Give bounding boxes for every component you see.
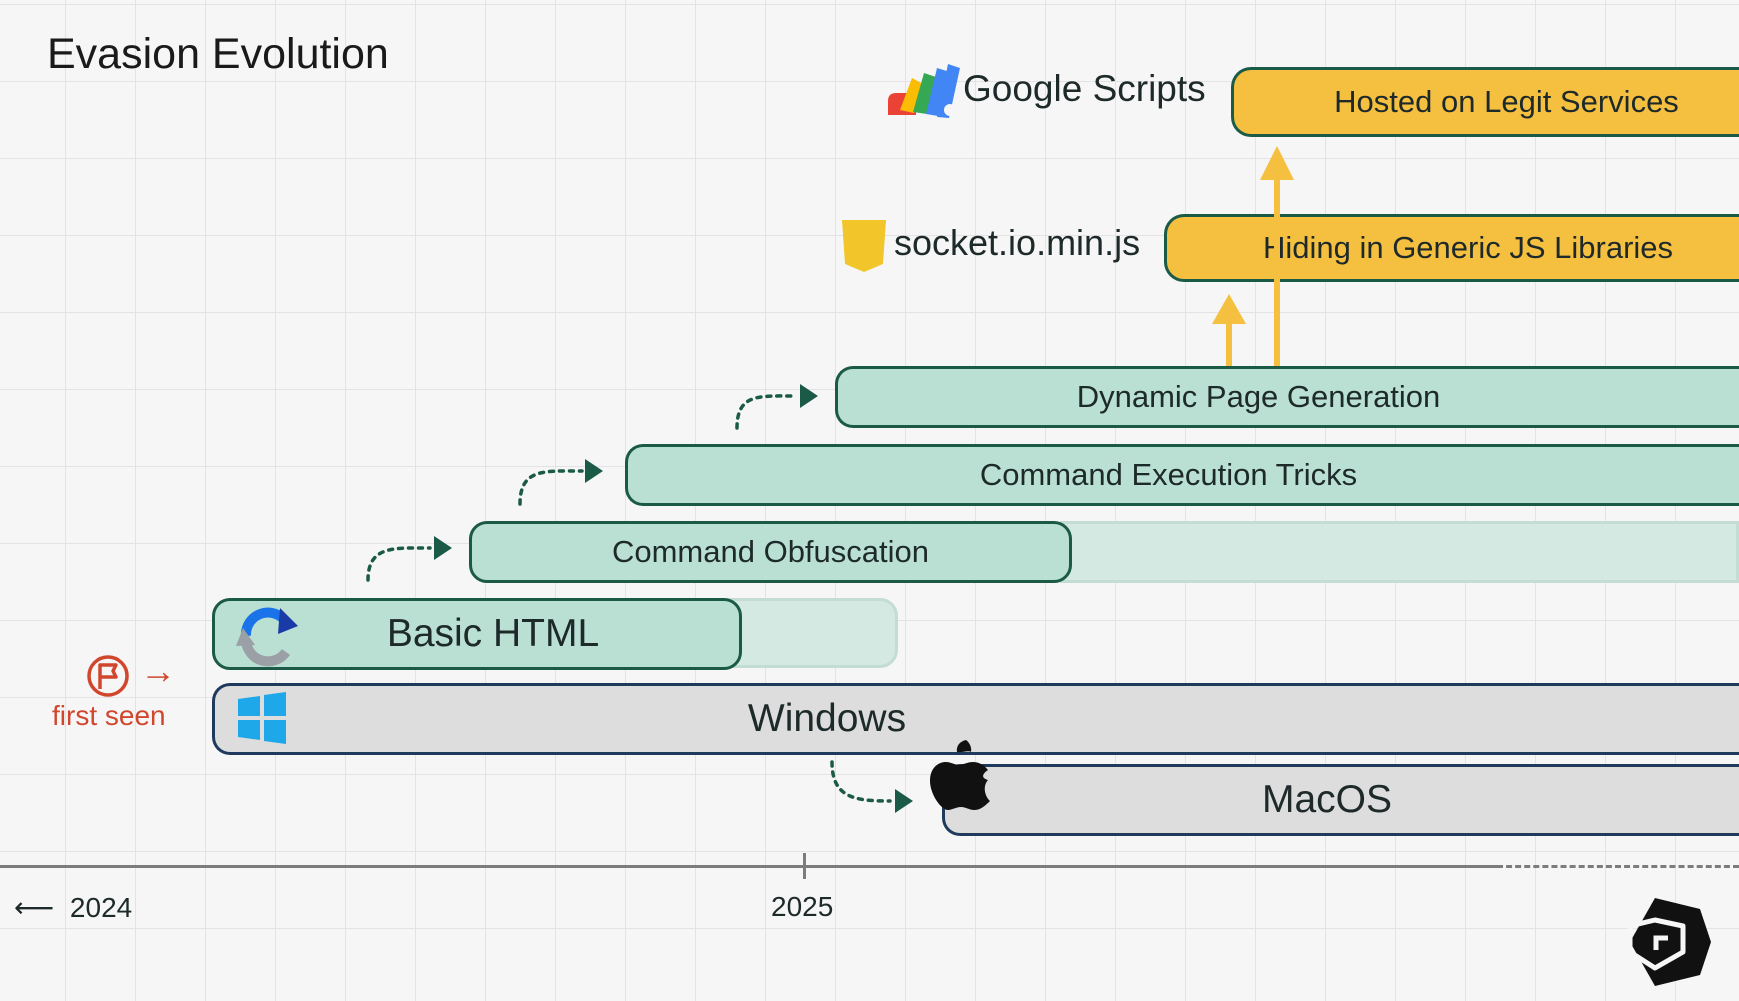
google-scripts-label: Google Scripts	[963, 68, 1206, 109]
windows-icon	[238, 692, 286, 744]
hosted-on-legit-services-bar: Hosted on Legit Services	[1231, 67, 1739, 137]
recaptcha-icon	[236, 607, 298, 667]
timeline-axis	[0, 865, 1497, 868]
basic-html-label: Basic HTML	[386, 612, 600, 655]
windows-label: Windows	[747, 697, 907, 740]
dotted-arrow-html-to-obfuscation	[366, 536, 452, 582]
windows-bar: Windows	[212, 683, 1739, 755]
dotted-arrow-windows-to-macos	[830, 760, 913, 813]
command-execution-tricks-label: Command Execution Tricks	[979, 457, 1358, 492]
command-obfuscation-label: Command Obfuscation	[611, 534, 930, 569]
first-seen-arrow: →	[140, 650, 176, 691]
year-2024-label: 2024	[69, 892, 133, 923]
google-scripts-example: Google Scripts	[885, 58, 1206, 120]
google-apps-script-icon	[888, 64, 960, 118]
dynamic-page-generation-label: Dynamic Page Generation	[1076, 379, 1441, 414]
timeline-axis-future	[1497, 865, 1739, 868]
javascript-icon	[842, 220, 886, 272]
socket-io-label: socket.io.min.js	[894, 222, 1141, 263]
timeline-label-2024: ⟵ 2024	[14, 891, 132, 924]
dotted-arrow-obfuscation-to-execution	[518, 459, 603, 506]
command-obfuscation-bar: Command Obfuscation	[469, 521, 1072, 583]
macos-label: MacOS	[1261, 778, 1393, 821]
timeline-tick-2025	[803, 853, 806, 879]
year-2025-label: 2025	[771, 891, 834, 922]
command-execution-tricks-bar: Command Execution Tricks	[625, 444, 1739, 506]
socket-io-example: socket.io.min.js	[840, 212, 1140, 274]
command-obfuscation-fade	[1060, 521, 1739, 583]
basic-html-bar: Basic HTML	[212, 598, 742, 670]
gold-arrow-to-js-libraries	[1212, 294, 1246, 366]
gold-arrow-to-legit-services	[1260, 146, 1294, 366]
brand-shield-logo	[1627, 898, 1711, 986]
macos-bar: MacOS	[942, 764, 1739, 836]
flag-icon	[87, 655, 129, 697]
apple-icon	[930, 740, 990, 810]
dynamic-page-generation-bar: Dynamic Page Generation	[835, 366, 1739, 428]
dotted-arrow-execution-to-dynamic	[735, 384, 818, 430]
first-seen-label: first seen	[52, 700, 166, 731]
page-title: Evasion Evolution	[47, 30, 389, 78]
hiding-in-js-libraries-label: Hiding in Generic JS Libraries	[1262, 230, 1674, 265]
left-arrow-icon: ⟵	[14, 892, 55, 923]
hiding-in-js-libraries-bar: Hiding in Generic JS Libraries	[1164, 214, 1739, 282]
hosted-on-legit-services-label: Hosted on Legit Services	[1334, 84, 1679, 119]
